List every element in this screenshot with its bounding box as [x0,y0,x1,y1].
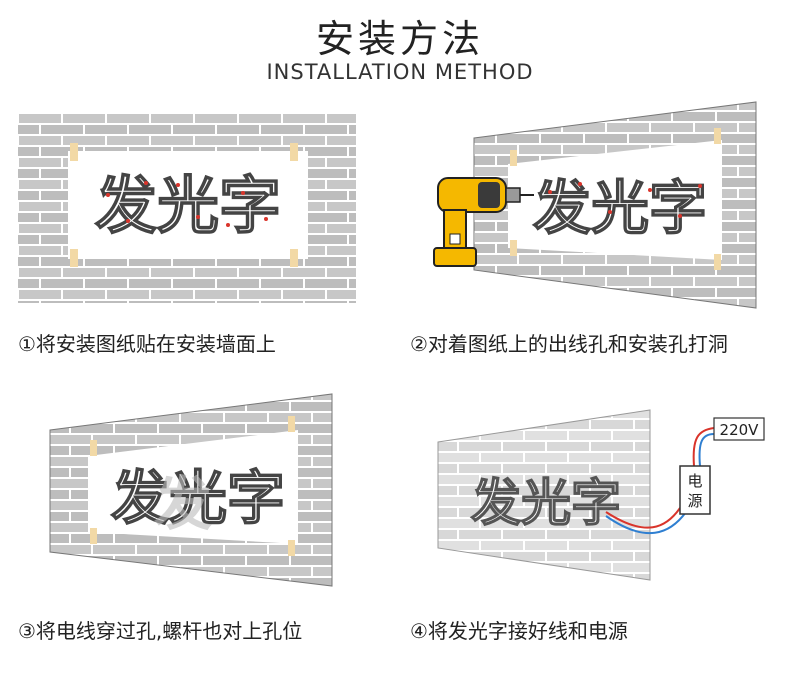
voltage-label: 220V [720,421,760,439]
step-4-illustration: 发光字 220V 电 源 [436,408,776,583]
installation-template-paper [508,140,722,260]
svg-text:发: 发 [154,470,212,538]
step-1-illustration: 发光字 [18,113,356,303]
sign-text-outline: 发光字 [533,174,707,242]
svg-text:电: 电 [687,472,702,490]
brick-wall [437,409,651,581]
tape [70,249,78,267]
installation-template-paper [88,430,298,544]
step-4-caption: ④将发光字接好线和电源 [410,619,628,643]
svg-text:源: 源 [687,492,702,510]
step-3-illustration: 发光字 发 [48,390,338,590]
sign-letters-3d: 发光字 [471,474,621,532]
step-1-caption: ①将安装图纸贴在安装墙面上 [18,332,276,356]
page-title: 安装方法 [315,17,484,61]
step-3-caption: ③将电线穿过孔,螺杆也对上孔位 [18,619,303,643]
page-subtitle: INSTALLATION METHOD [266,60,534,84]
voltage-label-box [713,417,765,441]
sign-text-outline: 发光字 [95,169,281,242]
step-2-illustration: 发光字 [430,100,760,310]
tape [290,249,298,267]
step-2-caption: ②对着图纸上的出线孔和安装孔打洞 [410,332,728,356]
sign-letters-3d: 发光字 [111,464,285,532]
installation-template-paper [68,151,308,259]
power-supply-icon: 电 源 [679,465,711,515]
tape [290,143,298,161]
tape [70,143,78,161]
drill-icon [433,177,534,267]
